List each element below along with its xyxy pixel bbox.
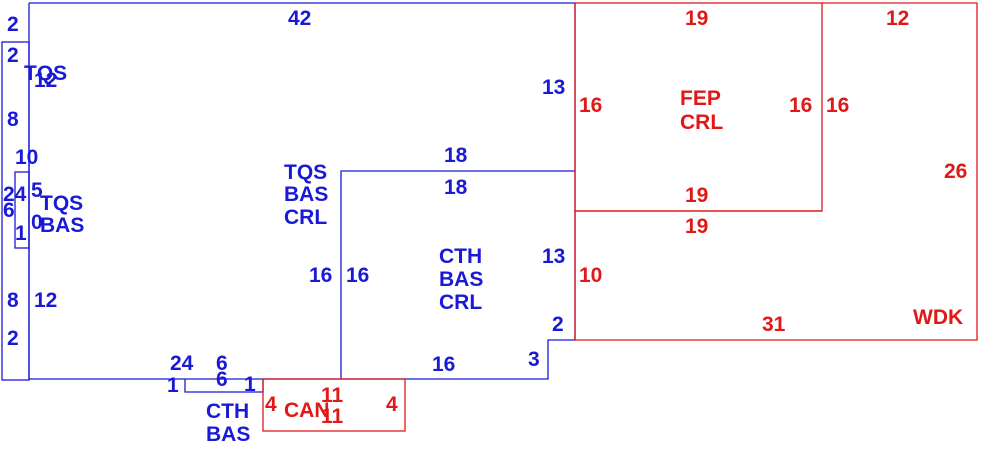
dim-label: 3 xyxy=(528,348,540,371)
dim-label: 26 xyxy=(944,160,967,183)
red-walls xyxy=(262,2,978,432)
dim-label: 42 xyxy=(288,7,311,30)
wdk-room xyxy=(574,2,978,341)
dim-label: 18 xyxy=(444,144,468,167)
room-labels: TQS TQS BAS TQS BAS CRL CTH BAS CRL CTH … xyxy=(24,62,963,446)
dim-label: 16 xyxy=(579,94,602,117)
dim-label: 6 xyxy=(3,199,15,222)
left-inner-box xyxy=(14,171,30,249)
dim-label: 8 xyxy=(7,289,19,312)
room-label-cth-bas-crl-3: CRL xyxy=(439,291,482,314)
red-dimensions: 19 12 16 16 16 26 19 19 10 31 4 11 11 4 xyxy=(265,7,967,428)
dim-label: 1 xyxy=(167,374,179,397)
dim-label: 13 xyxy=(542,76,565,99)
room-label-cth-bas-crl-1: CTH xyxy=(439,245,482,268)
room-label-fep-crl-2: CRL xyxy=(680,111,723,134)
dim-label: 1 xyxy=(244,373,256,396)
dim-label: 24 xyxy=(170,352,194,375)
dim-label: 6 xyxy=(216,368,228,391)
crl-partition xyxy=(340,170,575,379)
dim-label: 18 xyxy=(444,176,468,199)
room-label-tqs-bas-1: TQS xyxy=(40,192,83,215)
dim-label: 16 xyxy=(826,94,849,117)
dim-label: 0 xyxy=(31,211,43,234)
dim-label: 24 xyxy=(3,183,27,206)
room-label-wdk: WDK xyxy=(913,306,963,329)
dim-label: 19 xyxy=(685,7,708,30)
dim-label: 12 xyxy=(34,69,57,92)
dim-label: 10 xyxy=(15,146,38,169)
dim-label: 19 xyxy=(685,184,708,207)
can-room xyxy=(262,378,406,432)
dim-label: 4 xyxy=(265,393,277,416)
dim-label: 4 xyxy=(386,393,398,416)
dim-label: 6 xyxy=(216,352,228,375)
dim-label: 2 xyxy=(7,44,19,67)
dim-label: 2 xyxy=(7,327,19,350)
room-label-cth-bas-2: BAS xyxy=(206,423,250,446)
dim-label: 16 xyxy=(346,264,369,287)
room-label-can: CAN xyxy=(284,399,330,422)
dim-label: 11 xyxy=(321,384,344,407)
dim-label: 16 xyxy=(309,264,332,287)
dim-label: 11 xyxy=(321,405,344,428)
room-label-tqs-bas-crl-1: TQS xyxy=(284,161,327,184)
room-label-tqs: TQS xyxy=(24,62,67,85)
room-label-cth-bas-crl-2: BAS xyxy=(439,268,483,291)
room-label-tqs-bas-crl-2: BAS xyxy=(284,183,328,206)
dim-label: 1 xyxy=(15,222,27,245)
room-label-cth-bas-1: CTH xyxy=(206,400,249,423)
dim-label: 13 xyxy=(542,245,565,268)
dim-label: 19 xyxy=(685,215,708,238)
room-label-fep-crl-1: FEP xyxy=(680,87,721,110)
dim-label: 2 xyxy=(7,13,19,36)
dim-label: 10 xyxy=(579,264,602,287)
dim-label: 12 xyxy=(34,289,57,312)
blue-dimensions: 42 2 2 12 8 10 24 5 6 0 1 8 12 2 13 18 1… xyxy=(3,7,565,397)
room-label-tqs-bas-2: BAS xyxy=(40,214,84,237)
dim-label: 12 xyxy=(886,7,909,30)
room-label-tqs-bas-crl-3: CRL xyxy=(284,206,327,229)
dim-label: 16 xyxy=(432,353,455,376)
dim-label: 16 xyxy=(789,94,812,117)
dim-label: 8 xyxy=(7,108,19,131)
dim-label: 5 xyxy=(31,179,43,202)
dim-label: 2 xyxy=(552,313,564,336)
dim-label: 31 xyxy=(762,313,786,336)
